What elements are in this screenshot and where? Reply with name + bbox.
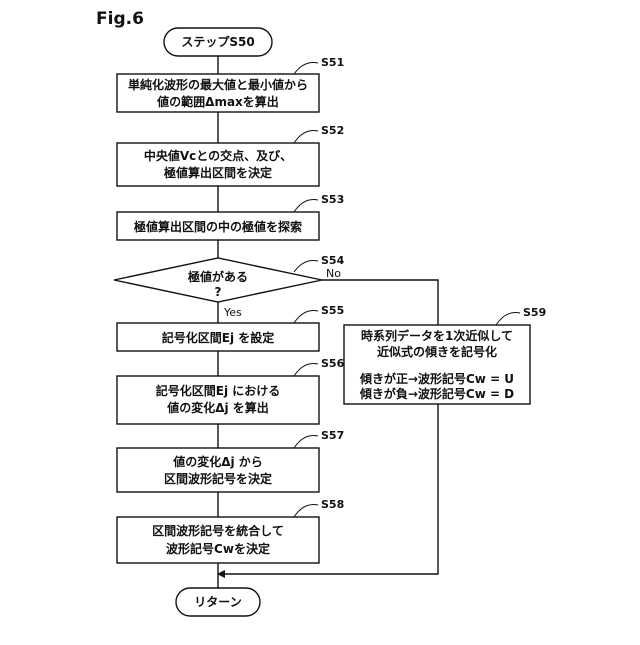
step-s59-line-4: 傾きが正→波形記号Cw = U (359, 371, 514, 386)
step-s51-leader (294, 62, 318, 74)
step-s56-leader (294, 364, 318, 377)
step-s52-ref: S52 (321, 124, 344, 137)
step-s57-ref: S57 (321, 429, 344, 442)
step-s53-ref: S53 (321, 193, 344, 206)
step-s59-ref: S59 (523, 306, 546, 319)
step-s53: 極値算出区間の中の極値を探索 S53 (117, 193, 344, 240)
step-s57: 値の変化Δj から 区間波形記号を決定 S57 (117, 429, 344, 492)
step-s52-line-1: 中央値Vcとの交点、及び、 (144, 148, 292, 163)
step-s58-line-2: 波形記号Cwを決定 (166, 541, 270, 556)
start-terminal-label: ステップS50 (181, 34, 254, 49)
step-s51-line-2: 値の範囲Δmaxを算出 (156, 94, 279, 109)
step-s59-line-2: 近似式の傾きを記号化 (377, 344, 497, 359)
end-terminal: リターン (176, 588, 260, 616)
step-s58-ref: S58 (321, 498, 344, 511)
connector-s54-no-branch (322, 280, 438, 325)
step-s51: 単純化波形の最大値と最小値から 値の範囲Δmaxを算出 S51 (117, 56, 344, 112)
step-s55-ref: S55 (321, 304, 344, 317)
decision-s54-line-1: 極値がある (188, 269, 248, 284)
decision-s54: 極値がある ? S54 No Yes (114, 254, 345, 319)
decision-s54-line-2: ? (215, 285, 222, 299)
step-s57-line-1: 値の変化Δj から (172, 454, 263, 469)
step-s56: 記号化区間Ej における 値の変化Δj を算出 S56 (117, 357, 345, 424)
step-s53-leader (294, 200, 318, 213)
step-s56-line-2: 値の変化Δj を算出 (166, 400, 269, 415)
decision-s54-yes-label: Yes (223, 306, 242, 319)
step-s57-leader (294, 436, 318, 449)
step-s51-ref: S51 (321, 56, 344, 69)
step-s55-leader (294, 311, 318, 324)
start-terminal: ステップS50 (164, 28, 272, 56)
step-s56-ref: S56 (321, 357, 345, 370)
step-s59-line-5: 傾きが負→波形記号Cw = D (359, 386, 514, 401)
step-s52-line-2: 極値算出区間を決定 (164, 165, 272, 180)
step-s57-line-2: 区間波形記号を決定 (164, 471, 272, 486)
step-s58-leader (294, 505, 318, 518)
step-s58-line-1: 区間波形記号を統合して (152, 523, 284, 538)
step-s52: 中央値Vcとの交点、及び、 極値算出区間を決定 S52 (117, 124, 344, 186)
step-s59-line-1: 時系列データを1次近似して (361, 328, 513, 343)
decision-s54-leader (294, 260, 318, 272)
figure-title: Fig.6 (96, 9, 144, 29)
decision-s54-no-label: No (326, 267, 341, 280)
step-s55-line-1: 記号化区間Ej を設定 (162, 330, 275, 345)
step-s51-line-1: 単純化波形の最大値と最小値から (128, 77, 308, 92)
step-s52-leader (294, 131, 318, 144)
decision-s54-ref: S54 (321, 254, 345, 267)
step-s53-line-1: 極値算出区間の中の極値を探索 (134, 219, 302, 234)
step-s58: 区間波形記号を統合して 波形記号Cwを決定 S58 (117, 498, 344, 563)
step-s56-line-1: 記号化区間Ej における (156, 383, 281, 398)
step-s59-leader (496, 313, 520, 326)
end-terminal-label: リターン (194, 595, 241, 609)
step-s59: 時系列データを1次近似して 近似式の傾きを記号化 傾きが正→波形記号Cw = U… (344, 306, 546, 404)
